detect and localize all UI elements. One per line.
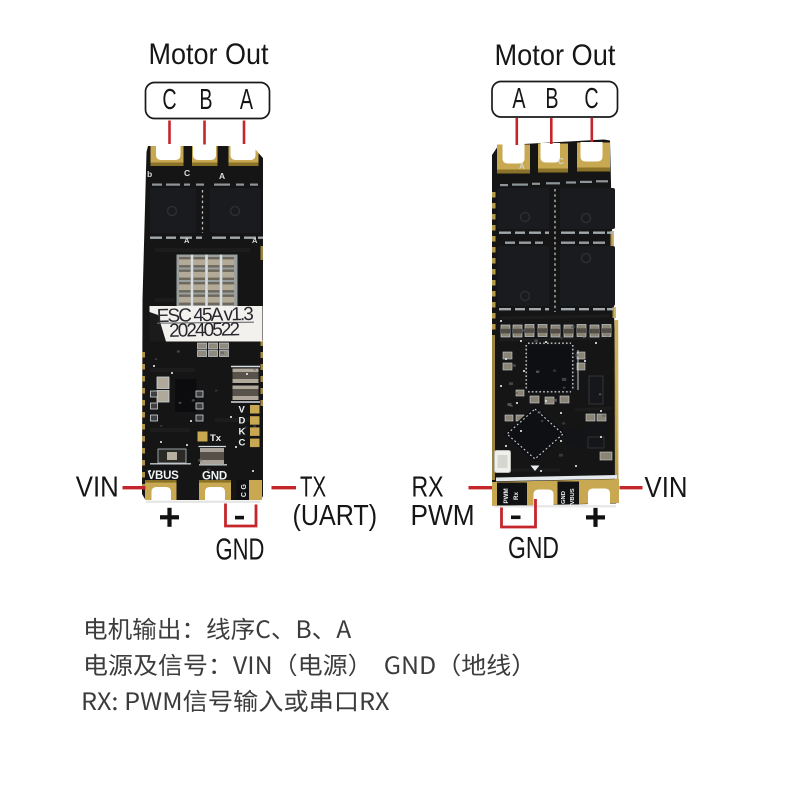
svg-text:Tx: Tx [210,433,222,444]
svg-text:PWM: PWM [503,488,510,503]
svg-text:B: B [199,83,212,116]
svg-text:C: C [239,438,246,449]
svg-text:(UART): (UART) [293,498,378,531]
svg-text:G: G [241,483,248,489]
svg-text:20240522: 20240522 [169,319,240,342]
svg-text:V: V [239,405,246,416]
svg-text:A: A [519,162,525,171]
svg-text:Motor Out: Motor Out [149,38,269,72]
svg-text:TX: TX [300,471,326,503]
svg-text:GND: GND [561,491,567,504]
svg-text:A: A [240,83,253,116]
svg-text:b: b [147,169,152,179]
svg-text:ESC 45A v1.3: ESC 45A v1.3 [157,304,254,327]
svg-text:VBUS: VBUS [570,488,576,504]
svg-text:PWM: PWM [411,499,475,532]
svg-text:K: K [239,427,246,438]
svg-text:Rx: Rx [513,492,520,500]
svg-text:C: C [558,157,564,166]
svg-text:C: C [162,83,176,116]
svg-text:A: A [252,236,258,245]
svg-text:C: C [584,82,598,115]
svg-text:VIN: VIN [645,471,688,504]
svg-text:B: B [545,82,558,115]
svg-text:D: D [239,416,246,427]
svg-text:A: A [512,82,525,115]
svg-text:C: C [241,492,248,497]
svg-text:A: A [184,236,190,245]
svg-text:VBUS: VBUS [148,470,180,482]
svg-text:GND: GND [216,532,265,566]
svg-text:Motor Out: Motor Out [495,39,616,72]
svg-text:GND: GND [508,531,559,565]
svg-text:GND: GND [202,471,227,483]
svg-text:VIN: VIN [76,470,119,503]
svg-text:C: C [184,168,190,178]
svg-text:RX: RX [412,470,444,503]
svg-text:A: A [219,171,225,181]
